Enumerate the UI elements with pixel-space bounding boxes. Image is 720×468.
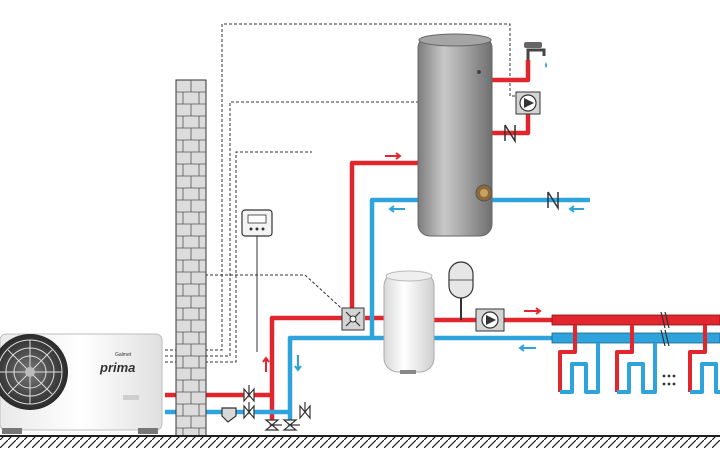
shut-off-valve-icon xyxy=(299,402,311,420)
buffer-tank xyxy=(383,270,435,374)
check-valve-icon xyxy=(547,191,559,211)
filter xyxy=(221,407,237,423)
filter-icon xyxy=(221,407,237,423)
ground-hatch-icon xyxy=(0,436,720,448)
underfloor-heating-loop-icon xyxy=(558,325,600,394)
heat-pump-unit: Galmet prima xyxy=(0,333,163,434)
hot-water-tank xyxy=(417,33,493,237)
supply-pipes xyxy=(165,60,552,428)
shut-off-valve-icon xyxy=(243,385,255,403)
heat-pump-brand: Galmet xyxy=(115,352,132,358)
heating-manifold xyxy=(551,311,720,347)
shut-off-valve-icon xyxy=(243,402,255,420)
heating-circulation-pump xyxy=(475,308,505,332)
heat-pump-model: prima xyxy=(99,360,135,375)
expansion-vessel xyxy=(448,261,474,320)
shut-off-valves xyxy=(243,385,311,431)
faucet-icon xyxy=(526,48,546,60)
shut-off-valve-icon xyxy=(282,419,300,431)
check-valve-cold-inlet xyxy=(547,191,559,211)
shut-off-valve-icon xyxy=(264,419,282,431)
hot-water-tank-icon xyxy=(417,35,493,237)
underfloor-heating-loops xyxy=(558,325,720,394)
ground xyxy=(0,435,720,448)
room-thermostat xyxy=(241,209,273,237)
underfloor-heating-loop-icon xyxy=(615,325,657,394)
underfloor-heating-loop-icon xyxy=(688,325,720,394)
faucet xyxy=(524,42,547,68)
brick-wall xyxy=(175,79,207,437)
dhw-circulation-pump xyxy=(515,91,541,115)
check-valve-icon xyxy=(504,124,516,144)
buffer-tank-icon xyxy=(383,271,435,373)
three-way-valve xyxy=(341,307,365,331)
flow-arrows xyxy=(262,152,584,372)
check-valve-dhw xyxy=(504,124,516,144)
